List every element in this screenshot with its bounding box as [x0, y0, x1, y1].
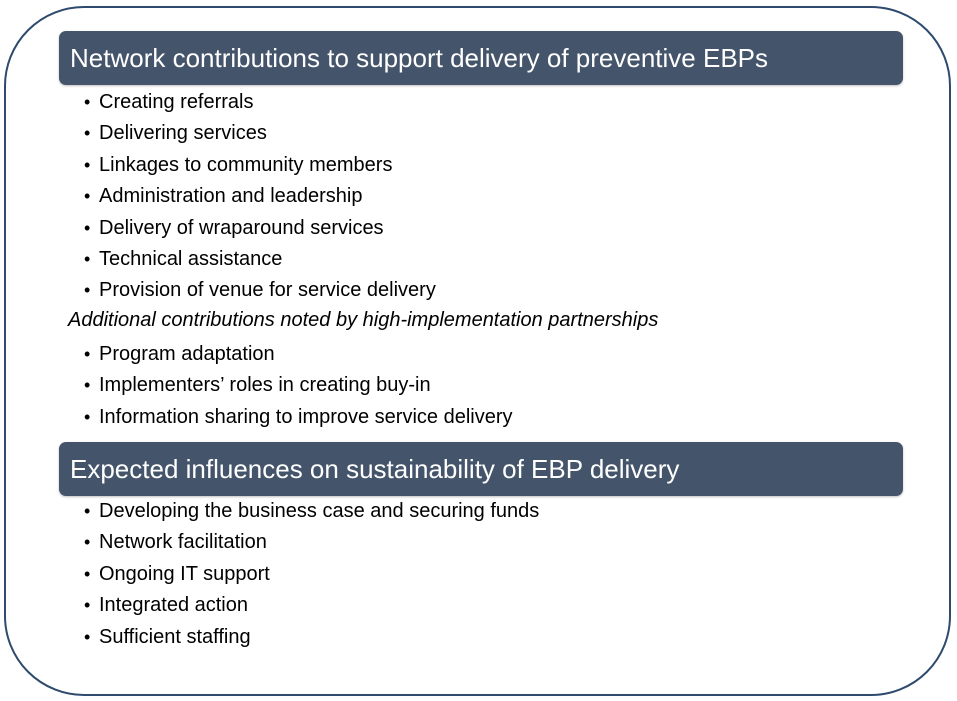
high-implementation-subnote: Additional contributions noted by high-i…	[68, 309, 659, 331]
section1-list: • Creating referrals • Delivering services…	[84, 87, 436, 307]
list-item-label: Sufficient staffing	[99, 625, 251, 648]
list-item-label: Developing the business case and securin…	[99, 500, 540, 522]
bullet-icon: •	[84, 248, 91, 269]
list-item-label: Administration and leadership	[99, 185, 363, 208]
bullet-icon: •	[84, 375, 91, 396]
list-item: • Provision of venue for service delivery	[84, 275, 436, 306]
list-item-label: Delivering services	[99, 122, 267, 145]
list-item: • Ongoing IT support	[84, 559, 539, 590]
list-item-label: Implementers’ roles in creating buy-in	[99, 374, 431, 397]
bullet-icon: •	[84, 501, 91, 521]
list-item-label: Information sharing to improve service d…	[99, 405, 513, 428]
list-item: • Integrated action	[84, 590, 539, 621]
section1-header: Network contributions to support deliver…	[59, 31, 903, 85]
bullet-icon: •	[84, 406, 91, 427]
rounded-frame	[4, 6, 951, 696]
list-item: • Creating referrals	[84, 87, 436, 118]
bullet-icon: •	[84, 344, 91, 364]
bullet-icon: •	[84, 154, 91, 175]
list-item-label: Provision of venue for service delivery	[99, 279, 436, 302]
list-item: • Network facilitation	[84, 527, 539, 558]
bullet-icon: •	[84, 626, 91, 647]
list-item: • Delivery of wraparound services	[84, 213, 436, 244]
list-item: • Linkages to community members	[84, 150, 436, 181]
list-item: • Sufficient staffing	[84, 622, 539, 653]
bullet-icon: •	[84, 186, 91, 207]
section2-header: Expected influences on sustainability of…	[59, 442, 903, 496]
list-item: • Information sharing to improve service …	[84, 402, 513, 433]
list-item-label: Integrated action	[99, 594, 248, 617]
list-item-label: Program adaptation	[99, 343, 275, 365]
list-item: • Technical assistance	[84, 244, 436, 275]
bullet-icon: •	[84, 123, 91, 144]
list-item: • Implementers’ roles in creating buy-in	[84, 370, 513, 401]
list-item-label: Ongoing IT support	[99, 562, 270, 585]
bullet-icon: •	[84, 595, 91, 616]
list-item: • Administration and leadership	[84, 181, 436, 212]
list-item-label: Delivery of wraparound services	[99, 216, 384, 239]
list-item-label: Creating referrals	[99, 91, 254, 113]
list-item-label: Technical assistance	[99, 247, 283, 270]
bullet-icon: •	[84, 563, 91, 584]
list-item: • Delivering services	[84, 118, 436, 149]
bullet-icon: •	[84, 217, 91, 238]
list-item: • Program adaptation	[84, 339, 513, 370]
section1-sub-list: • Program adaptation • Implementers’ roles…	[84, 339, 513, 433]
bullet-icon: •	[84, 280, 91, 301]
bullet-icon: •	[84, 92, 91, 112]
bullet-icon: •	[84, 532, 91, 553]
section2-list: • Developing the business case and securi…	[84, 496, 539, 653]
list-item: • Developing the business case and securi…	[84, 496, 539, 527]
list-item-label: Network facilitation	[99, 531, 267, 554]
list-item-label: Linkages to community members	[99, 153, 393, 176]
